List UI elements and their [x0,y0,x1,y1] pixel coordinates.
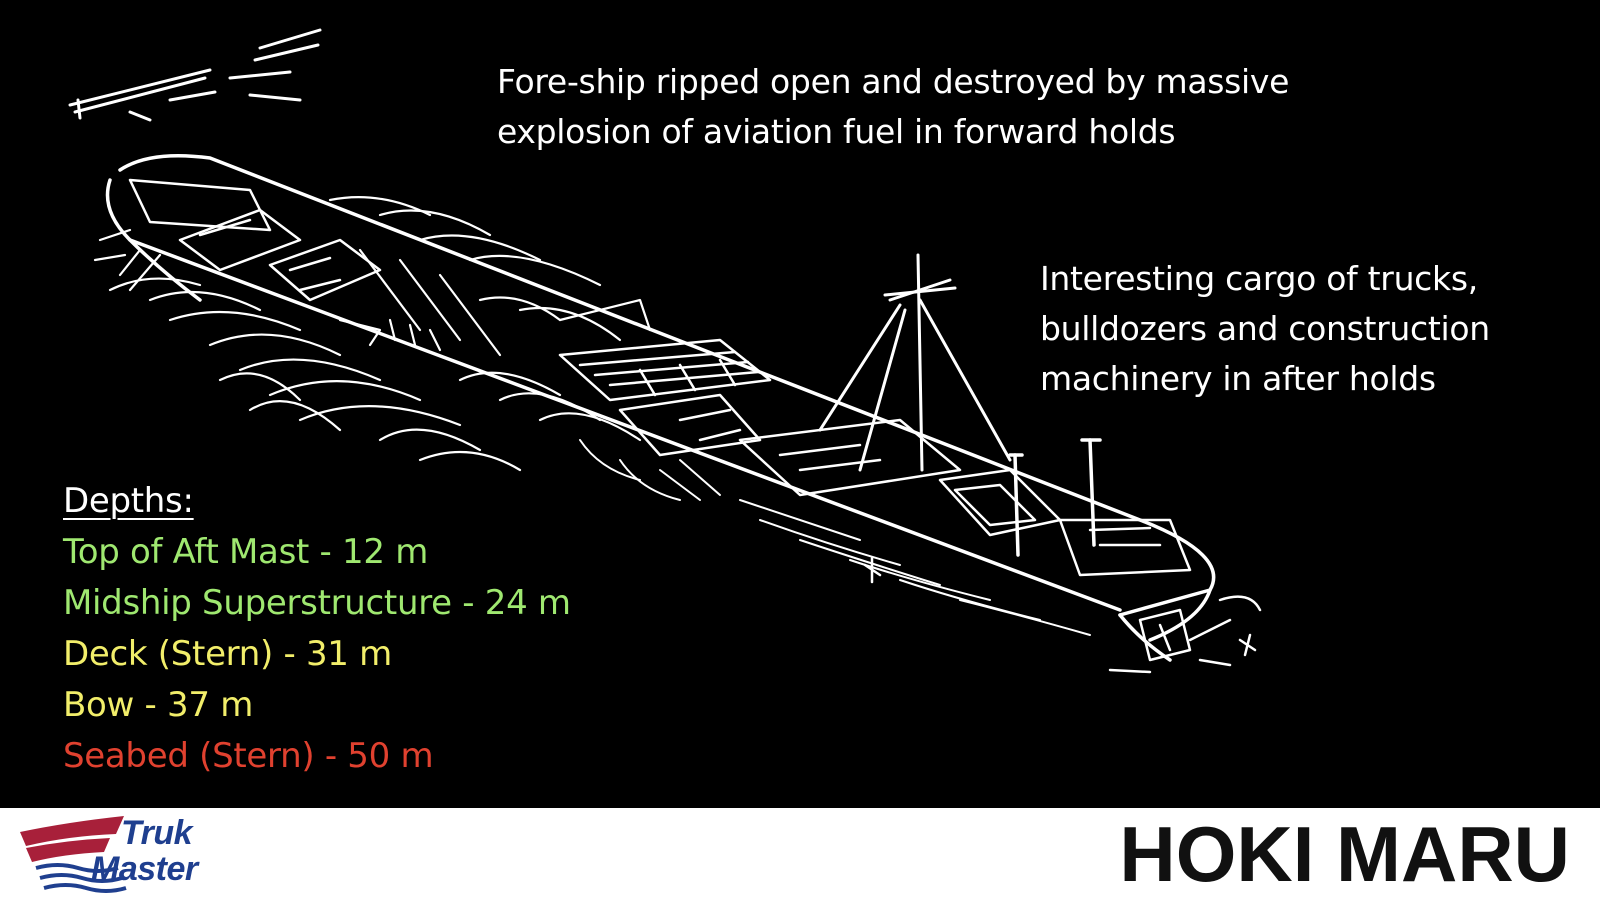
fore-ship-note: Fore-ship ripped open and destroyed by m… [497,57,1397,157]
logo-red-band [20,816,124,846]
fore-ship-note-line-1: Fore-ship ripped open and destroyed by m… [497,62,1290,101]
footer-bar: Truk Master HOKI MARU [0,808,1600,900]
depth-item-seabed: Seabed (Stern) - 50 m [63,736,434,776]
logo-blue-wave-1 [35,863,119,873]
depth-item-midship: Midship Superstructure - 24 m [63,583,571,623]
depths-list: Depths: Top of Aft Mast - 12 m Midship S… [63,476,571,782]
slide-canvas: Fore-ship ripped open and destroyed by m… [63,28,1580,782]
logo-blue-wave-3 [43,883,127,893]
logo-master-text: Master [91,850,198,888]
cargo-note: Interesting cargo of trucks, bulldozers … [1040,254,1580,404]
depth-item-bow: Bow - 37 m [63,685,254,725]
truk-master-logo: Truk Master [18,812,248,896]
cargo-note-line-2: bulldozers and construction [1040,309,1490,348]
wreck-title: HOKI MARU [1119,810,1570,898]
wave-logo-icon [20,816,127,893]
logo-blue-wave-2 [39,873,123,883]
logo-truk-text: Truk [121,814,193,852]
cargo-note-line-3: machinery in after holds [1040,359,1436,398]
depths-heading: Depths: [63,481,194,521]
depth-item-aft-mast: Top of Aft Mast - 12 m [63,532,429,572]
cargo-note-line-1: Interesting cargo of trucks, [1040,259,1478,298]
logo-red-band-lower [26,838,110,862]
depth-item-deck-stern: Deck (Stern) - 31 m [63,634,392,674]
fore-ship-note-line-2: explosion of aviation fuel in forward ho… [497,112,1176,151]
shipwreck-sketch [68,28,1262,674]
